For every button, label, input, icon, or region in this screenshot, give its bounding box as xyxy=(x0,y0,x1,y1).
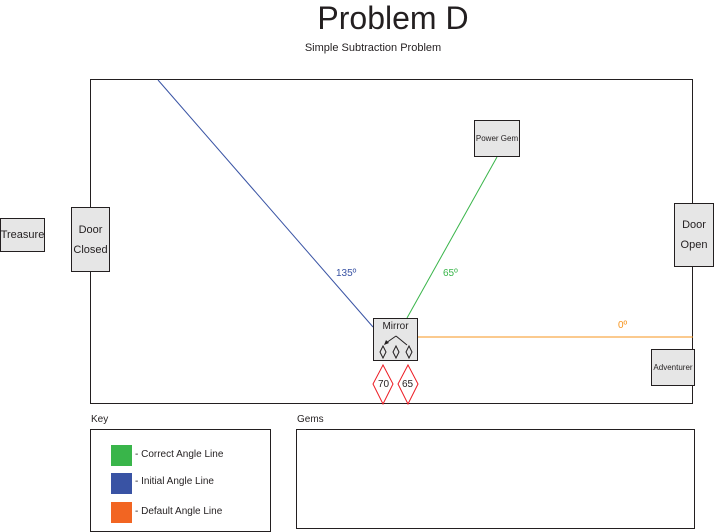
key-legend: - Correct Angle Line - Initial Angle Lin… xyxy=(90,429,271,532)
treasure-box: Treasure xyxy=(0,218,45,252)
initial-swatch xyxy=(111,473,132,494)
initial-angle-label: 135º xyxy=(336,268,357,279)
adventurer-box: Adventurer xyxy=(651,349,695,386)
mirror-slots-icon xyxy=(379,335,413,360)
default-swatch xyxy=(111,502,132,523)
mirror-box[interactable]: Mirror xyxy=(373,318,418,361)
gem-70-diamond[interactable] xyxy=(372,363,394,406)
gems-heading: Gems xyxy=(297,414,324,425)
door-closed-line2: Closed xyxy=(73,243,108,256)
power-gem-box: Power Gem xyxy=(474,120,520,157)
correct-angle-label: 65º xyxy=(443,268,458,279)
power-gem-label: Power Gem xyxy=(475,134,519,143)
correct-angle-line xyxy=(406,156,498,319)
treasure-label: Treasure xyxy=(0,229,45,241)
adventurer-label: Adventurer xyxy=(653,363,693,372)
gem-65-diamond[interactable] xyxy=(397,363,419,406)
correct-swatch xyxy=(111,445,132,466)
door-open-line1: Door xyxy=(682,219,706,231)
door-closed-line1: Door xyxy=(78,223,103,236)
key-heading: Key xyxy=(91,414,109,425)
gem-70-label: 70 xyxy=(378,379,390,390)
door-open-line2: Open xyxy=(680,239,708,251)
gem-65-label: 65 xyxy=(402,379,414,390)
key-item-correct: - Correct Angle Line xyxy=(135,449,224,460)
initial-angle-line xyxy=(157,79,374,328)
gems-panel[interactable] xyxy=(296,429,695,529)
mirror-label: Mirror xyxy=(382,321,409,332)
default-angle-label: 0º xyxy=(618,320,628,331)
key-item-default: - Default Angle Line xyxy=(135,506,223,517)
page-subtitle: Simple Subtraction Problem xyxy=(304,42,442,54)
page-title: Problem D xyxy=(317,0,469,36)
key-item-initial: - Initial Angle Line xyxy=(135,476,214,487)
